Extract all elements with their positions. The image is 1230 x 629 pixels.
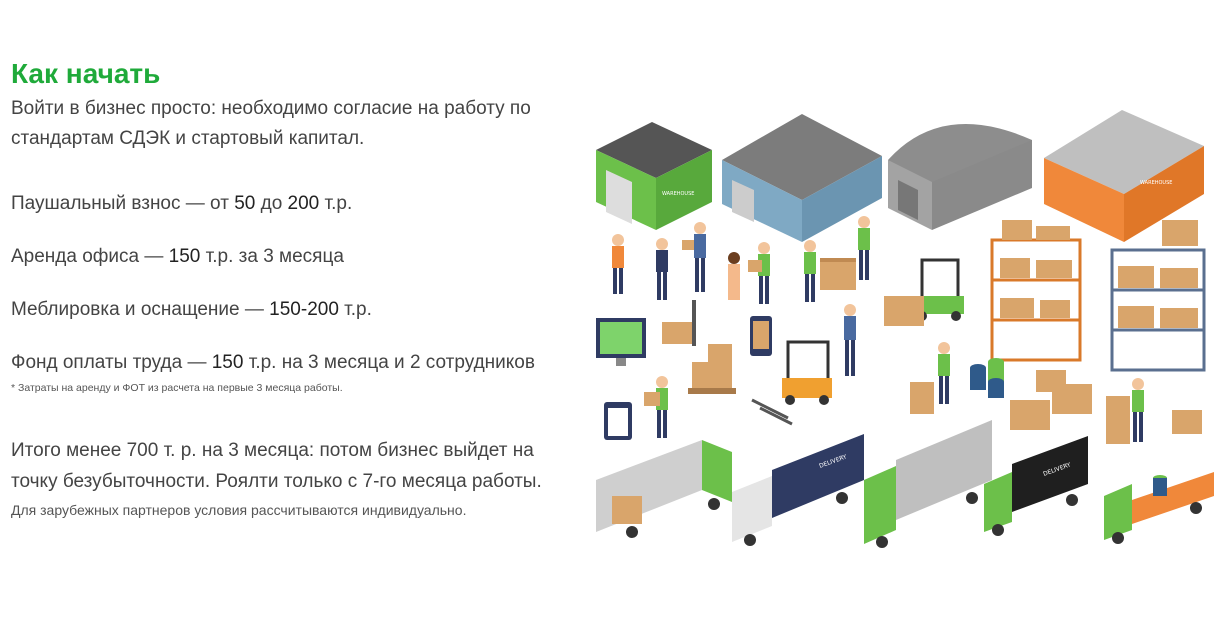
cost-text: Меблировка и оснащение — (11, 299, 270, 320)
cost-text: т.р. (338, 299, 372, 320)
cost-text: т.р. на 3 месяца и 2 сотрудников (243, 352, 535, 373)
cost-value: 50 (234, 193, 256, 214)
gray-hangar (888, 124, 1032, 230)
green-warehouse: WAREHOUSE (596, 122, 712, 230)
box-stack (1010, 370, 1092, 430)
cost-text: до (255, 193, 288, 214)
cost-item-furnishing: Меблировка и оснащение — 150-200 т.р. (11, 298, 581, 322)
cost-text: т.р. за 3 месяца (200, 246, 344, 267)
cost-item-office-rent: Аренда офиса — 150 т.р. за 3 месяца (11, 245, 581, 269)
cost-value: 150-200 (269, 299, 339, 320)
section-title: Как начать (11, 58, 161, 89)
warehouse-sign: WAREHOUSE (662, 191, 694, 197)
cost-value: 200 (287, 193, 320, 214)
how-to-start-section: Как начать Войти в бизнес просто: необхо… (11, 56, 581, 519)
foreign-partners-note: Для зарубежных партнеров условия рассчит… (11, 502, 467, 518)
warehouse-sign: WAREHOUSE (1140, 180, 1172, 186)
worker-pointing (844, 304, 856, 376)
worker-hand-truck (910, 342, 950, 414)
cost-text: Фонд оплаты труда — (11, 352, 212, 373)
cost-text: т.р. (319, 193, 353, 214)
logistics-illustration: WAREHOUSE WAREHOUSE (596, 110, 1214, 548)
flatbed-truck-orange (1104, 472, 1214, 544)
truck-open-back (596, 440, 732, 538)
tablet-device (750, 316, 772, 356)
worker-carrying-box (644, 376, 668, 438)
worker-with-boxes (1106, 378, 1202, 444)
barrels (970, 358, 1004, 398)
cost-item-franchise-fee: Паушальный взнос — от 50 до 200 т.р. (11, 192, 581, 216)
shelf-right (1110, 220, 1206, 372)
cost-value: 150 (168, 246, 201, 267)
clipboard (604, 402, 632, 440)
cost-text: Паушальный взнос — от (11, 193, 235, 214)
black-delivery-van: DELIVERY (984, 436, 1088, 536)
delivery-truck-blue: DELIVERY (732, 434, 864, 546)
gray-box-truck (864, 420, 992, 548)
shelf-left (990, 220, 1082, 362)
cost-item-payroll: Фонд оплаты труда — 150 т.р. на 3 месяца… (11, 351, 581, 375)
cost-list: Паушальный взнос — от 50 до 200 т.р. Аре… (11, 192, 581, 375)
monitor-chart (596, 318, 646, 366)
summary-text: Итого менее 700 т. р. на 3 месяца: потом… (11, 440, 542, 492)
blue-warehouse (722, 114, 882, 242)
forklift-2 (751, 340, 832, 426)
pallet-boxes (662, 300, 736, 394)
intro-text: Войти в бизнес просто: необходимо соглас… (11, 98, 531, 149)
forklift-1 (884, 258, 964, 326)
footnote: * Затраты на аренду и ФОТ из расчета на … (11, 382, 343, 394)
cost-text: Аренда офиса — (11, 246, 169, 267)
orange-warehouse: WAREHOUSE (1044, 110, 1204, 458)
cost-value: 150 (211, 352, 244, 373)
workers-group (612, 216, 870, 304)
